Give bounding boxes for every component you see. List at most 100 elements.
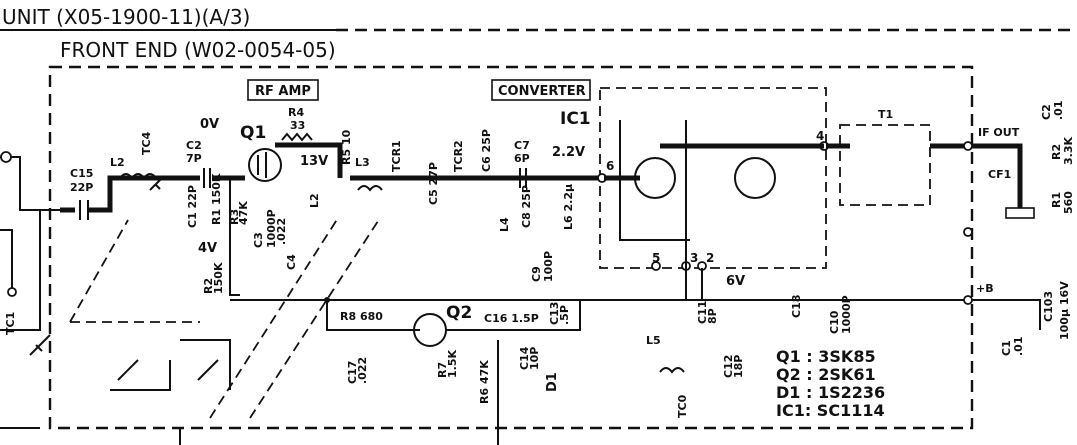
plus-b-terminal bbox=[963, 295, 973, 305]
v-6v: 6V bbox=[726, 274, 745, 289]
front-end-title: FRONT END (W02-0054-05) bbox=[60, 38, 336, 62]
c2-value: 7P bbox=[186, 152, 202, 165]
c9-label: C9 bbox=[530, 266, 543, 282]
ic1-pin4: 4 bbox=[816, 129, 824, 143]
l3-label: L3 bbox=[355, 156, 370, 169]
c7-capacitor-icon bbox=[519, 168, 527, 188]
ic1-pin3: 3 bbox=[690, 251, 698, 265]
c7-value: 6P bbox=[514, 152, 530, 165]
ic1-box bbox=[599, 87, 827, 269]
c9-value: 100P bbox=[542, 251, 555, 282]
tc1-wire bbox=[0, 210, 41, 331]
if-out-terminal bbox=[963, 141, 973, 151]
ic1-transistor-a-icon bbox=[634, 157, 676, 199]
v-4v: 4V bbox=[198, 241, 217, 256]
r4-value: 33 bbox=[290, 119, 305, 132]
c13-value: .5P bbox=[558, 305, 571, 325]
l2-coil-icon bbox=[119, 173, 157, 180]
c17-label: C17 bbox=[346, 361, 359, 384]
input-wire bbox=[0, 156, 60, 211]
if-out-thick-line bbox=[826, 143, 1023, 208]
q1-transistor-icon bbox=[248, 148, 282, 182]
q1-label: Q1 bbox=[240, 123, 266, 143]
c14-value: 10P bbox=[528, 347, 541, 370]
r8-label: R8 680 bbox=[340, 310, 383, 323]
c17-value: .022 bbox=[356, 357, 369, 384]
r2-value: 150K bbox=[212, 262, 225, 294]
c6-label: C6 25P bbox=[480, 129, 493, 172]
c18-label: C18 bbox=[790, 295, 803, 318]
c15-capacitor-icon bbox=[79, 200, 89, 220]
tc0-label: TC0 bbox=[676, 394, 689, 418]
tc1-label: TC1 bbox=[4, 312, 17, 335]
legend-d1: D1 : 1S2236 bbox=[776, 383, 885, 402]
ic1-thick-lines bbox=[604, 143, 824, 181]
c2b-label: C2 bbox=[1040, 104, 1053, 120]
legend-ic1: IC1: SC1114 bbox=[776, 401, 885, 420]
unit-title: UNIT (X05-1900-11)(A/3) bbox=[2, 5, 250, 29]
r4-label: R4 bbox=[288, 106, 304, 119]
cf1-filter-icon bbox=[1005, 207, 1035, 219]
c16-label: C16 1.5P bbox=[484, 312, 539, 325]
front-end-box bbox=[48, 65, 974, 430]
c8-label: C8 25P bbox=[520, 185, 533, 228]
c4-value: .022 bbox=[275, 218, 288, 245]
legend-q2: Q2 : 2SK61 bbox=[776, 365, 876, 384]
c2b-value: .01 bbox=[1052, 101, 1065, 121]
l5-coil-icon bbox=[659, 367, 685, 374]
ic1-internal-wires bbox=[619, 120, 703, 300]
rf-trim-dashed bbox=[69, 219, 200, 323]
c5-label: C5 27P bbox=[427, 162, 440, 205]
t1-label: T1 bbox=[878, 108, 893, 121]
c103-label: C103 bbox=[1042, 291, 1055, 322]
r3-label: R3 bbox=[228, 209, 241, 225]
pin5-terminal bbox=[651, 261, 661, 271]
r1b-value: 560 bbox=[1062, 191, 1075, 214]
tcr1-label: TCR1 bbox=[390, 140, 403, 172]
lo-trim-dashed bbox=[209, 217, 381, 419]
left-branch-wire bbox=[0, 229, 13, 290]
tc4-label: TC4 bbox=[140, 131, 153, 155]
q1-drain-line bbox=[275, 142, 343, 178]
r2b-label: R2 bbox=[1050, 144, 1063, 160]
c3-value: 1000P bbox=[265, 209, 278, 248]
tc-trimmer-icons bbox=[117, 359, 219, 381]
rf-amp-label: RF AMP bbox=[255, 84, 311, 99]
bottom-wires bbox=[0, 427, 181, 445]
c11-value: 8P bbox=[706, 308, 719, 324]
v-2-2v: 2.2V bbox=[552, 145, 585, 160]
q2-feed-wire bbox=[326, 300, 420, 331]
l5-label: L5 bbox=[646, 334, 661, 347]
c11-label: C11 bbox=[696, 301, 709, 324]
ic1-label: IC1 bbox=[560, 109, 591, 129]
plus-b-out-wire bbox=[972, 299, 1041, 330]
c1-label: C1 22P bbox=[186, 185, 199, 228]
c103-value: 100μ 16V bbox=[1058, 281, 1071, 340]
v-0v: 0V bbox=[200, 117, 219, 132]
plus-b-label: +B bbox=[976, 282, 994, 295]
tc1-trimmer-icon bbox=[29, 334, 51, 356]
t1-terminal bbox=[963, 227, 973, 237]
r1-label: R1 150K bbox=[210, 173, 223, 225]
ic1-pin5: 5 bbox=[652, 251, 660, 265]
c1b-label: C1 bbox=[1000, 340, 1013, 356]
r2-label: R2 bbox=[202, 278, 215, 294]
t1-box bbox=[839, 124, 931, 206]
converter-box bbox=[491, 79, 591, 101]
c13-label: C13 bbox=[548, 302, 561, 325]
l3-coil-icon bbox=[357, 185, 383, 192]
c3-label: C3 bbox=[252, 232, 265, 248]
r4-resistor-icon bbox=[281, 132, 313, 142]
c15-label: C15 bbox=[70, 167, 93, 180]
c1b-value: .01 bbox=[1012, 337, 1025, 357]
r6-label: R6 47K bbox=[478, 360, 491, 404]
c4-label: C4 bbox=[285, 254, 298, 270]
c14-label: C14 bbox=[518, 346, 531, 370]
c15-value: 22P bbox=[70, 181, 93, 194]
c7-label: C7 bbox=[514, 139, 530, 152]
converter-label: CONVERTER bbox=[498, 84, 586, 99]
tcr2-label: TCR2 bbox=[452, 140, 465, 172]
ic1-pin6: 6 bbox=[606, 159, 614, 173]
q1-bias-wire bbox=[229, 178, 240, 296]
